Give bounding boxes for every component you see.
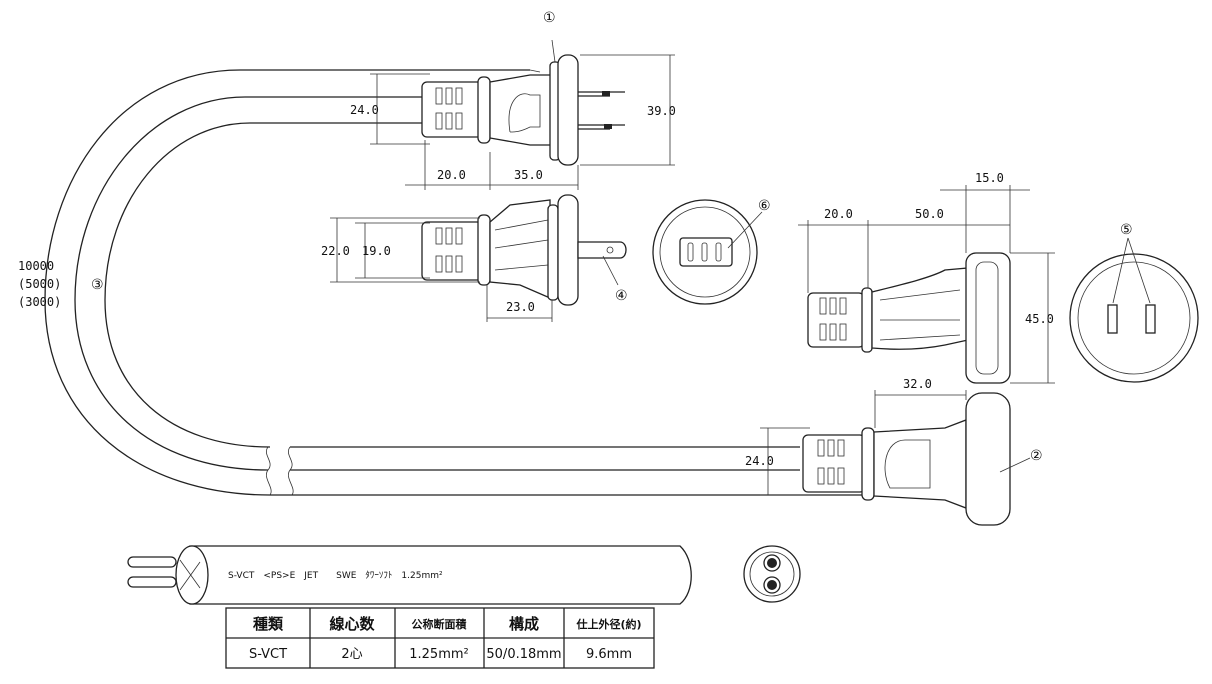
callout-5: ⑤ xyxy=(1120,222,1133,238)
dim-plug4-inner: 19.0 xyxy=(362,244,391,258)
cable-u-shape xyxy=(44,69,900,496)
dim-conn-grip: 20.0 xyxy=(824,207,853,221)
dim-plug1-body: 35.0 xyxy=(514,168,543,182)
dim-conn-height: 45.0 xyxy=(1025,312,1054,326)
table-cell: S-VCT xyxy=(249,647,287,662)
table-cell: 2心 xyxy=(341,647,362,662)
callout-4: ④ xyxy=(615,288,628,304)
callout-6: ⑥ xyxy=(758,198,771,214)
cable-length-alt-1: (5000) xyxy=(18,277,61,291)
table-cell: 1.25mm² xyxy=(409,647,468,662)
spec-table: 種類 線心数 公称断面積 構成 仕上外径(約) S-VCT 2心 1.25mm²… xyxy=(225,607,655,669)
table-cell: 50/0.18mm xyxy=(486,647,561,662)
callout-2: ② xyxy=(1030,448,1043,464)
callout-3: ③ xyxy=(91,277,104,293)
plug-front-view: ⑥ xyxy=(652,198,771,305)
table-cell: 9.6mm xyxy=(586,647,632,662)
callout-1: ① xyxy=(543,10,556,26)
cable-marking-text: S-VCT <PS>E JET SWE ﾀﾜｰｿﾌﾄ 1.25mm² xyxy=(228,570,443,581)
plug-1-side-view: 24.0 39.0 20.0 35.0 ① xyxy=(350,10,676,190)
table-header: 公称断面積 xyxy=(412,617,468,631)
table-header: 種類 xyxy=(253,615,284,633)
dim-plug4-outer: 22.0 xyxy=(321,244,350,258)
dim-plug1-height: 24.0 xyxy=(350,103,379,117)
dim-conn2-length: 32.0 xyxy=(903,377,932,391)
table-header: 線心数 xyxy=(329,615,375,633)
dim-plug1-width: 39.0 xyxy=(647,104,676,118)
cable-length-label: 10000 xyxy=(18,259,54,273)
dim-plug1-grip: 20.0 xyxy=(437,168,466,182)
connector-2-side-view: 32.0 24.0 ② xyxy=(745,377,1043,526)
cable-detail: S-VCT <PS>E JET SWE ﾀﾜｰｿﾌﾄ 1.25mm² xyxy=(127,545,801,605)
dim-conn2-height: 24.0 xyxy=(745,454,774,468)
dim-conn-body: 50.0 xyxy=(915,207,944,221)
table-header: 構成 xyxy=(509,615,539,633)
connector-front-view: ⑤ xyxy=(1069,222,1199,383)
cable-length-alt-2: (3000) xyxy=(18,295,61,309)
dim-conn-face: 15.0 xyxy=(975,171,1004,185)
connector-side-view: 20.0 50.0 15.0 45.0 xyxy=(798,171,1055,384)
plug-4-side-view: 22.0 19.0 23.0 ④ xyxy=(321,194,628,322)
table-header: 仕上外径(約) xyxy=(575,617,641,631)
dim-plug4-length: 23.0 xyxy=(506,300,535,314)
